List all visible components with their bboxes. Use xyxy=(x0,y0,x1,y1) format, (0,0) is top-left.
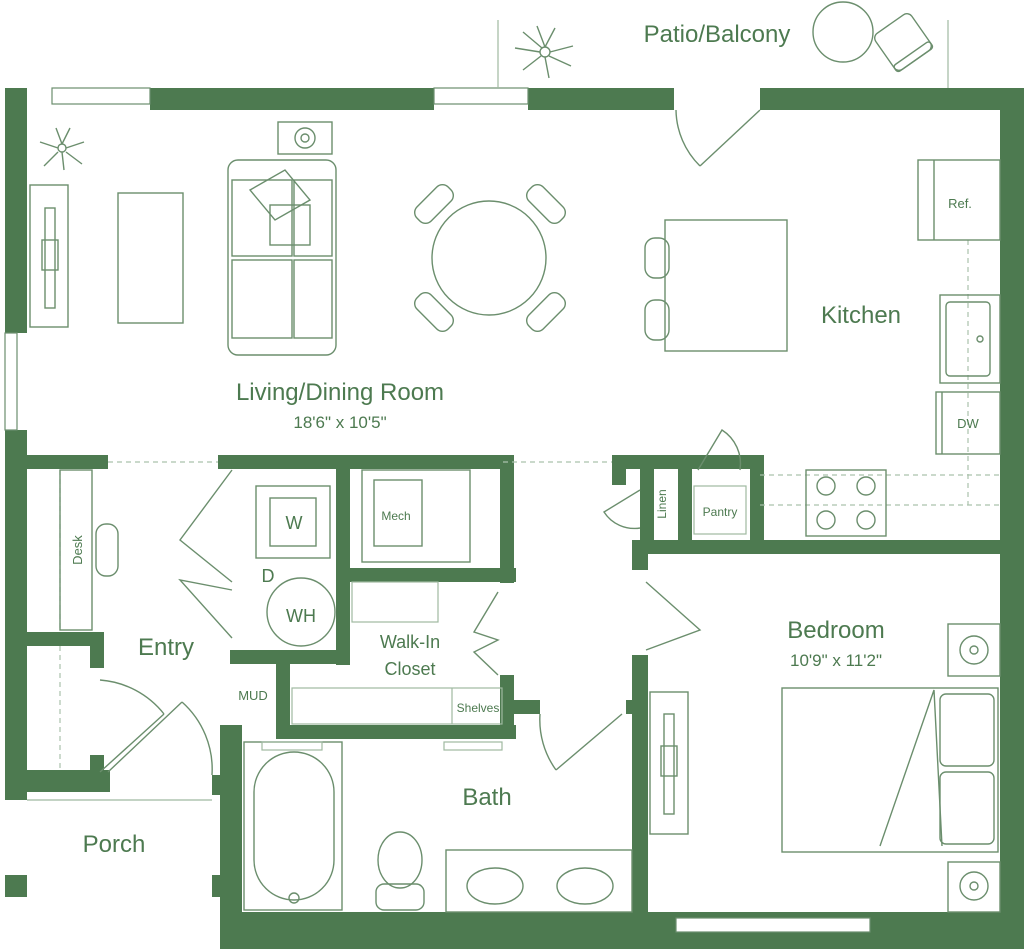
refrigerator-icon xyxy=(917,159,1001,241)
plant-icon xyxy=(514,25,574,79)
closet-label-line2: Closet xyxy=(384,659,435,679)
dw-label: DW xyxy=(957,416,979,431)
sofa-icon xyxy=(227,159,337,356)
tv-icon xyxy=(649,691,689,835)
bath-label: Bath xyxy=(462,784,511,811)
bed-icon xyxy=(781,687,999,853)
linen-label: Linen xyxy=(655,489,669,518)
water-heater-icon xyxy=(266,577,336,647)
ref-label: Ref. xyxy=(948,196,972,211)
plant-icon xyxy=(39,127,85,171)
dishwasher-icon xyxy=(935,391,1001,455)
patio-table-icon xyxy=(812,1,874,63)
lamp-icon xyxy=(277,121,333,155)
patio-label: Patio/Balcony xyxy=(644,21,791,48)
closet-label-line1: Walk-In xyxy=(380,632,440,652)
water-heater-label: WH xyxy=(286,606,316,626)
shelves-label: Shelves xyxy=(457,701,500,715)
windows xyxy=(4,87,871,933)
door-swing-icon xyxy=(603,429,742,530)
sink-icon xyxy=(939,294,1001,384)
door-swing-icon xyxy=(178,469,702,676)
kitchen-island xyxy=(644,219,788,352)
coffee-table xyxy=(117,192,184,324)
living-dining-dims: 18'6" x 10'5" xyxy=(293,413,386,432)
stove-icon xyxy=(805,469,887,537)
desk-label: Desk xyxy=(70,535,85,565)
patio xyxy=(497,1,949,88)
door-swing-icon xyxy=(539,713,623,771)
desk-icon xyxy=(59,469,119,631)
tv-icon xyxy=(29,184,69,328)
sink-icon xyxy=(445,849,633,913)
bathtub-icon xyxy=(243,741,343,911)
pantry-label: Pantry xyxy=(703,505,738,519)
door-swing-icon xyxy=(675,109,761,167)
porch-label: Porch xyxy=(83,831,146,858)
bedroom-label: Bedroom xyxy=(787,617,884,644)
mech-label: Mech xyxy=(381,509,410,523)
washer-label: W xyxy=(286,513,303,533)
nightstand-icon xyxy=(947,623,1001,913)
door-swing-icon xyxy=(99,679,213,776)
walls xyxy=(5,88,1024,949)
bedroom-dims: 10'9" x 11'2" xyxy=(790,651,882,670)
patio-chair-icon xyxy=(874,13,934,73)
dining-set-icon xyxy=(413,183,567,333)
dryer-label: D xyxy=(262,566,275,586)
entry-label: Entry xyxy=(138,634,194,661)
mud-label: MUD xyxy=(238,688,268,703)
toilet-icon xyxy=(375,831,425,911)
kitchen-label: Kitchen xyxy=(821,302,901,329)
living-dining-label: Living/Dining Room xyxy=(236,379,444,406)
